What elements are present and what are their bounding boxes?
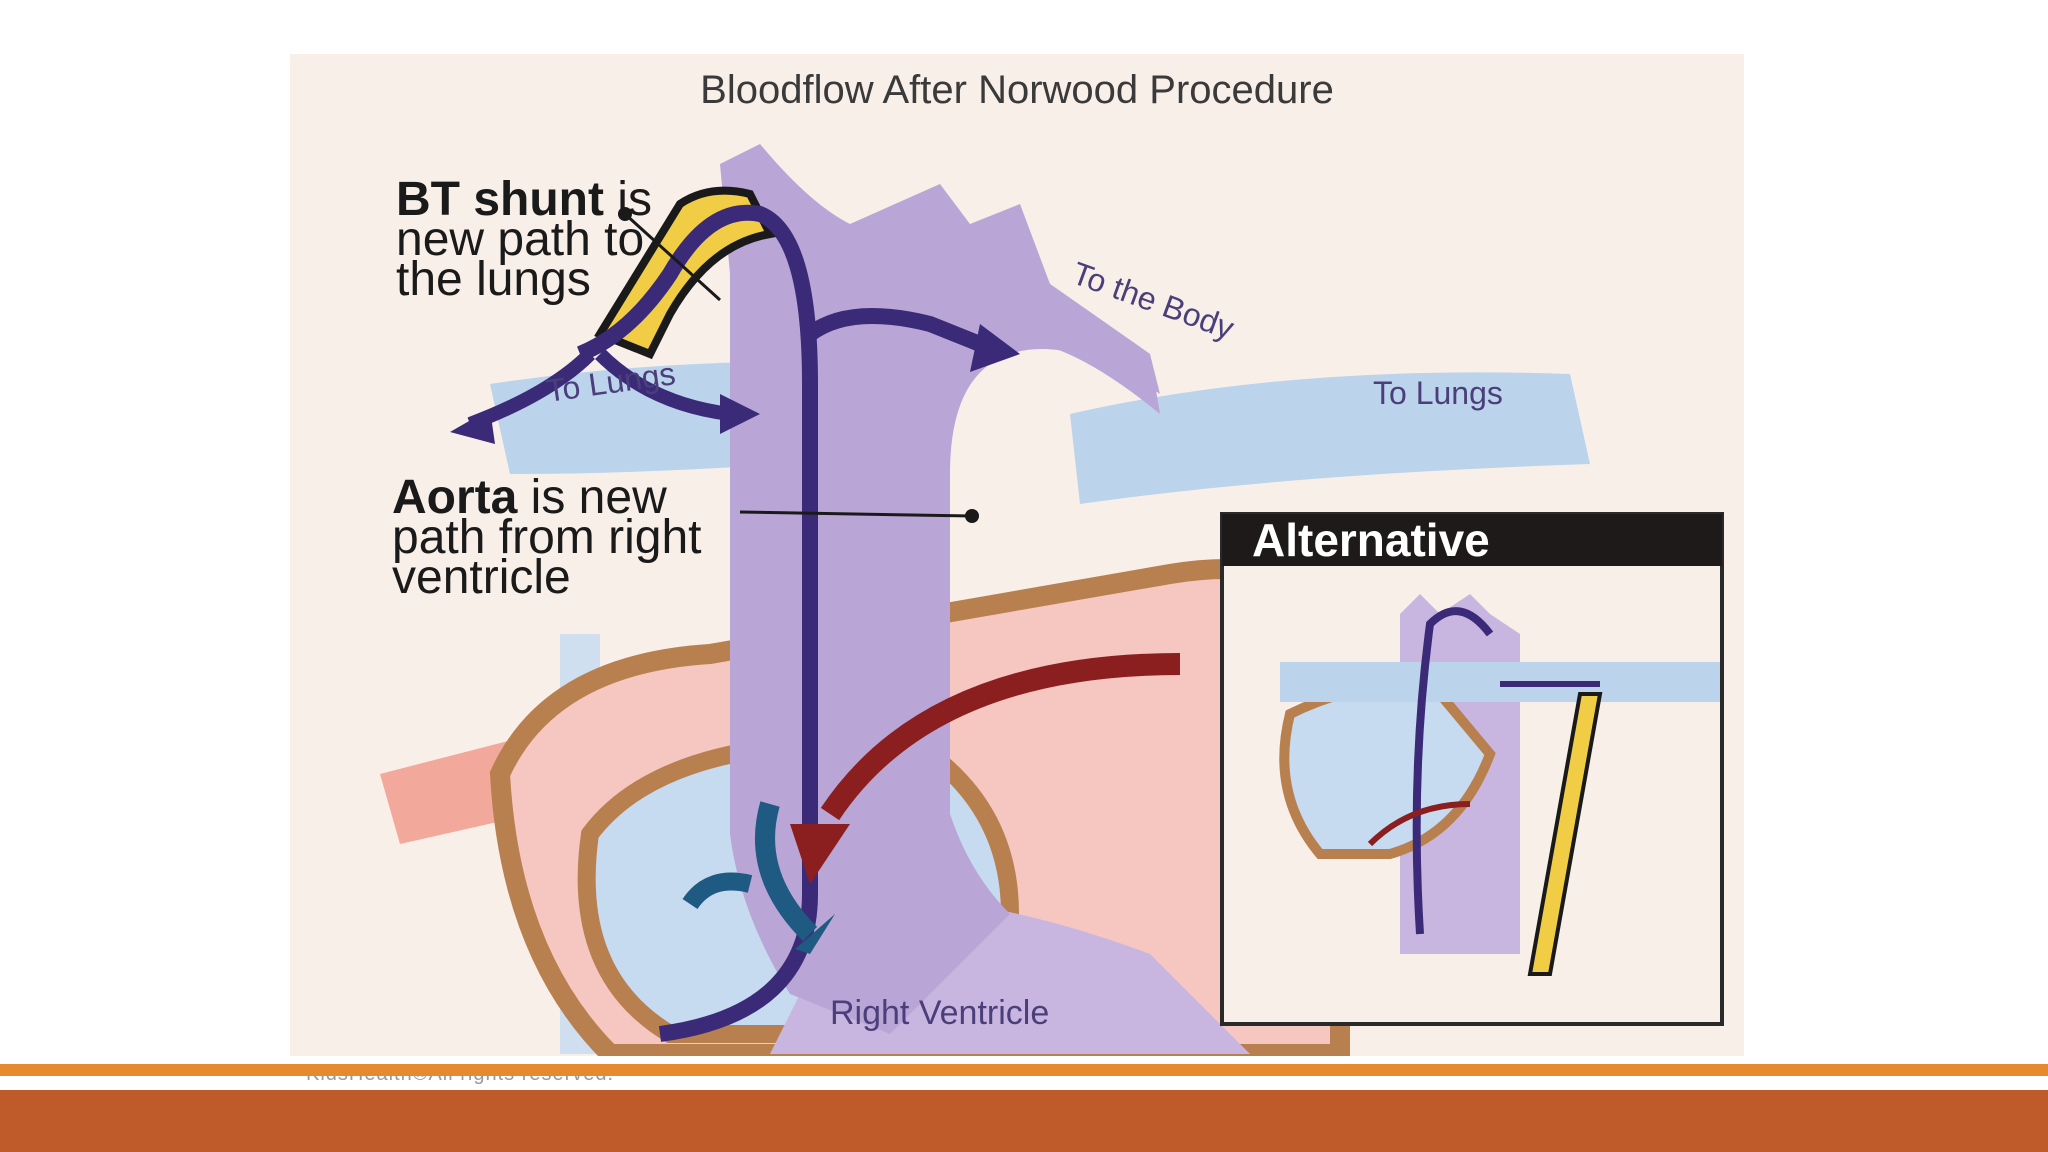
aorta-leader-dot [965, 509, 979, 523]
bt-shunt-line1: is [603, 173, 652, 226]
alternative-inset-header [1222, 514, 1722, 566]
label-to-lungs-right: To Lungs [1373, 375, 1503, 411]
footer-accent-line [0, 1064, 2048, 1076]
bt-shunt-line3: the lungs [396, 253, 591, 306]
flow-path-main [576, 204, 818, 1042]
arrow-to-body [970, 324, 1020, 372]
bt-shunt-line2: new path to [396, 213, 645, 266]
aorta-line2: path from right [392, 511, 702, 564]
diagram-artwork: To Lungs To Lungs To the Body Right Vent… [380, 144, 1724, 1064]
footer-band [0, 1090, 2048, 1152]
figure-title: Bloodflow After Norwood Procedure [700, 68, 1334, 112]
arrow-to-lungs-left [450, 409, 495, 444]
label-right-ventricle: Right Ventricle [830, 994, 1049, 1032]
arrow-to-lungs-mid [720, 394, 760, 434]
inset-flow [1412, 607, 1494, 935]
bt-shunt-term: BT shunt [396, 173, 604, 226]
inset-shunt [1527, 692, 1603, 976]
norwood-diagram: To Lungs To Lungs To the Body Right Vent… [290, 54, 1744, 1090]
aorta-leader [739, 510, 973, 518]
alternative-title: Alternative [1252, 514, 1490, 566]
flow-to-lungs-mid [595, 349, 731, 421]
bt-shunt-leader-dot [618, 207, 632, 221]
aorta-line1: is new [517, 471, 667, 524]
oxygenated-flow [820, 653, 1181, 821]
flow-path-body [805, 308, 983, 352]
bt-shunt-callout: BT shunt is new path to the lungs [396, 176, 652, 306]
bt-shunt-leader [623, 212, 722, 302]
aorta-callout: Aorta is new path from right ventricle [392, 474, 702, 604]
aorta-term: Aorta [392, 471, 518, 524]
deoxygenated-arrowhead [795, 914, 835, 954]
aorta-line3: ventricle [392, 551, 571, 604]
deoxygenated-flow-branch [682, 872, 753, 910]
pulmonary-artery-right [1070, 372, 1590, 504]
inset-oxygenated-flow [1367, 801, 1471, 847]
oxygenated-arrowhead [790, 824, 850, 884]
deoxygenated-flow [755, 801, 818, 942]
